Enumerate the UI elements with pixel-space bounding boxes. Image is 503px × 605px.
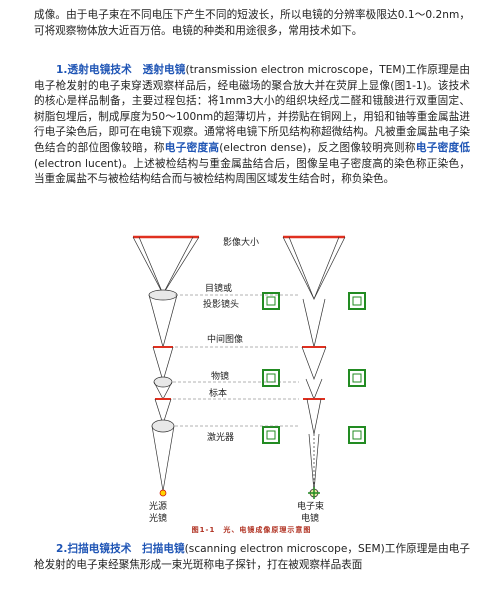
label-image-size: 影像大小 <box>223 236 259 248</box>
label-intermediate-image: 中间图像 <box>207 333 243 345</box>
label-eyepiece-line2: 投影镜头 <box>203 298 239 310</box>
figure-caption: 图1-1 光、电镜成像原理示意图 <box>191 526 312 534</box>
label-light-microscope: 光镜 <box>149 512 167 524</box>
electron-microscope-diagram <box>282 235 346 492</box>
term-electron-lucent: 电子密度低 <box>415 141 471 154</box>
tem-text-1: (transmission electron microscope，TEM)工作… <box>34 64 470 154</box>
label-objective: 物镜 <box>211 370 229 382</box>
paragraph-tem: 1.透射电镜技术 透射电镜(transmission electron micr… <box>34 63 470 188</box>
label-eyepiece-line1: 目镜或 <box>205 282 232 294</box>
label-condenser: 激光器 <box>207 431 234 443</box>
eyepiece-lens-left <box>148 289 178 301</box>
light-source-left <box>159 489 167 497</box>
tem-text-3: (electron lucent)。上述被检结构与重金属盐结合后，图像呈电子密度… <box>34 157 470 186</box>
figure-microscope-diagram: 影像大小 目镜或 投影镜头 中间图像 物镜 标本 激光器 光源 光镜 电子束 电… <box>123 229 379 535</box>
sem-heading: 2.扫描电镜技术 扫描电镜 <box>56 543 185 555</box>
label-specimen: 标本 <box>209 387 227 399</box>
label-guide-lines <box>173 294 299 427</box>
sem-text-1: (scanning electron microscope，SEM)工作原理是由… <box>34 543 470 571</box>
condenser-lens-left <box>151 419 175 433</box>
paragraph-sem: 2.扫描电镜技术 扫描电镜(scanning electron microsco… <box>34 542 470 573</box>
light-microscope-diagram <box>132 235 200 497</box>
label-electron-microscope: 电镜 <box>301 512 319 524</box>
tem-text-2: (electron dense)，反之图像较明亮则称 <box>219 141 416 154</box>
label-light-source: 光源 <box>149 500 167 512</box>
label-electron-beam: 电子束 <box>297 500 324 512</box>
magnetic-lens-coils <box>262 292 366 444</box>
diagram-svg: 影像大小 目镜或 投影镜头 中间图像 物镜 标本 激光器 光源 光镜 电子束 电… <box>132 235 366 524</box>
term-electron-dense: 电子密度高 <box>164 141 220 154</box>
tem-heading: 1.透射电镜技术 透射电镜 <box>56 64 186 76</box>
electron-gun <box>308 487 320 499</box>
intro-text: 成像。由于电子束在不同电压下产生不同的短波长，所以电镜的分辨率极限达0.1～0.… <box>34 9 470 37</box>
objective-lens-left <box>153 376 173 388</box>
paragraph-intro: 成像。由于电子束在不同电压下产生不同的短波长，所以电镜的分辨率极限达0.1～0.… <box>34 8 470 39</box>
